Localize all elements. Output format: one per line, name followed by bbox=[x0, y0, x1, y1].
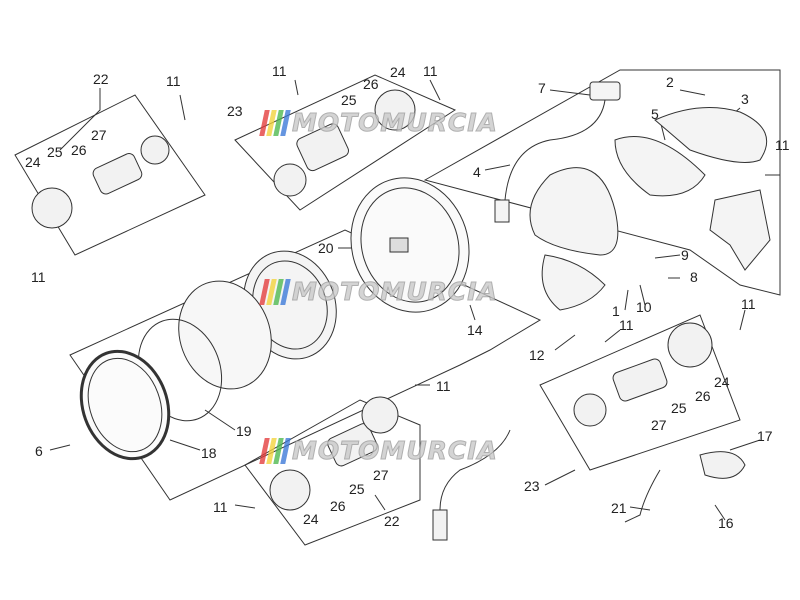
plate-light bbox=[699, 451, 746, 479]
callout-11: 11 bbox=[619, 317, 634, 333]
group-frame-tail-light bbox=[423, 69, 781, 296]
group-frame-right-rear-indicator bbox=[539, 314, 741, 471]
watermark-text: MOTOMURCIA bbox=[292, 436, 498, 466]
tail-light-housing bbox=[614, 136, 706, 197]
plate-wire bbox=[624, 469, 661, 523]
callout-27: 27 bbox=[91, 127, 107, 143]
tail-light-cowl bbox=[529, 167, 619, 256]
callout-24: 24 bbox=[25, 154, 41, 170]
indicator-bulb-front-left bbox=[273, 163, 307, 197]
tail-light-lens bbox=[654, 107, 768, 163]
callout-4: 4 bbox=[473, 164, 481, 180]
callout-6: 6 bbox=[35, 443, 43, 459]
tail-connector bbox=[494, 199, 510, 223]
callout-27: 27 bbox=[373, 467, 389, 483]
callout-11: 11 bbox=[423, 63, 438, 79]
callout-14: 14 bbox=[467, 322, 483, 338]
callout-24: 24 bbox=[390, 64, 406, 80]
callout-20: 20 bbox=[318, 240, 334, 256]
indicator-lens-rear-left bbox=[31, 187, 73, 229]
callout-22: 22 bbox=[384, 513, 400, 529]
watermark-stripes bbox=[259, 109, 291, 136]
callout-11: 11 bbox=[213, 499, 228, 515]
callout-11: 11 bbox=[775, 137, 790, 153]
callout-22: 22 bbox=[93, 71, 109, 87]
headlight-lens bbox=[178, 280, 272, 390]
tail-light-lower-cowl bbox=[541, 254, 606, 311]
indicator-lens-right-rear bbox=[667, 322, 713, 368]
callout-21: 21 bbox=[611, 500, 627, 516]
bulb-socket bbox=[389, 237, 409, 253]
callout-7: 7 bbox=[538, 80, 546, 96]
callout-25: 25 bbox=[341, 92, 357, 108]
headlight-rim bbox=[79, 349, 171, 461]
watermark-text: MOTOMURCIA bbox=[292, 277, 498, 307]
tail-wire bbox=[504, 99, 606, 201]
callout-9: 9 bbox=[681, 247, 689, 263]
callout-19: 19 bbox=[236, 423, 252, 439]
group-frame-headlight bbox=[69, 229, 542, 501]
front-wire bbox=[439, 429, 511, 511]
callout-26: 26 bbox=[330, 498, 346, 514]
callout-10: 10 bbox=[636, 299, 652, 315]
callout-11: 11 bbox=[436, 378, 451, 394]
callout-16: 16 bbox=[718, 515, 734, 531]
indicator-lens-right-front bbox=[269, 469, 311, 511]
callout-26: 26 bbox=[363, 76, 379, 92]
license-bracket bbox=[709, 189, 771, 271]
watermark: MOTOMURCIA bbox=[259, 108, 498, 138]
callout-18: 18 bbox=[201, 445, 217, 461]
callout-11: 11 bbox=[272, 63, 287, 79]
callout-26: 26 bbox=[695, 388, 711, 404]
callout-5: 5 bbox=[651, 106, 659, 122]
watermark-stripes bbox=[259, 437, 291, 464]
callout-24: 24 bbox=[714, 374, 730, 390]
callout-25: 25 bbox=[671, 400, 687, 416]
callout-11: 11 bbox=[166, 73, 181, 89]
callout-1: 1 bbox=[612, 303, 620, 319]
callout-12: 12 bbox=[529, 347, 545, 363]
callout-25: 25 bbox=[349, 481, 365, 497]
callout-11: 11 bbox=[31, 269, 46, 285]
callout-26: 26 bbox=[71, 142, 87, 158]
callout-3: 3 bbox=[741, 91, 749, 107]
watermark: MOTOMURCIA bbox=[259, 436, 498, 466]
callout-11: 11 bbox=[741, 296, 756, 312]
callout-24: 24 bbox=[303, 511, 319, 527]
connector-top bbox=[589, 81, 621, 101]
headlight-shell bbox=[350, 177, 470, 313]
watermark-text: MOTOMURCIA bbox=[292, 108, 498, 138]
group-frame-right-front-indicator bbox=[244, 399, 421, 546]
callout-2: 2 bbox=[666, 74, 674, 90]
callout-8: 8 bbox=[690, 269, 698, 285]
watermark: MOTOMURCIA bbox=[259, 277, 498, 307]
callout-27: 27 bbox=[651, 417, 667, 433]
callout-17: 17 bbox=[757, 428, 773, 444]
watermark-stripes bbox=[259, 278, 291, 305]
callout-23: 23 bbox=[227, 103, 243, 119]
callout-23: 23 bbox=[524, 478, 540, 494]
callout-25: 25 bbox=[47, 144, 63, 160]
